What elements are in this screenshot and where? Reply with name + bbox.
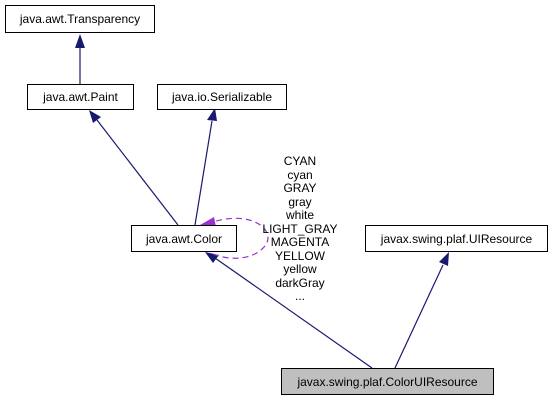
self-edge-label-list: CYAN cyan GRAY gray white LIGHT_GRAY MAG… (250, 154, 350, 304)
arrowhead-self-usage (200, 217, 216, 227)
edge-label: gray (288, 194, 312, 209)
edge-label: yellow (283, 262, 317, 276)
arrowhead-serializable (207, 108, 217, 121)
edge-label: GRAY (283, 181, 317, 195)
arrowhead-uiresource (439, 252, 449, 266)
edge-color-serializable (194, 120, 213, 226)
edge-color-paint (96, 119, 179, 226)
edge-label: cyan (287, 167, 313, 182)
edge-label: ... (294, 289, 305, 303)
edge-coloruiresource-uiresource (394, 264, 444, 369)
edge-label: YELLOW (274, 248, 325, 263)
node-javax-swing-plaf-uiresource[interactable]: javax.swing.plaf.UIResource (365, 225, 548, 252)
edge-color-self-usage (212, 217, 269, 259)
node-java-awt-paint[interactable]: java.awt.Paint (27, 84, 134, 110)
arrowhead-color (205, 252, 219, 263)
edge-label: CYAN (283, 154, 317, 168)
edge-label: MAGENTA (270, 235, 330, 249)
arrowhead-paint (89, 110, 101, 123)
edge-label: darkGray (275, 275, 325, 290)
node-javax-swing-plaf-coloruiresource: javax.swing.plaf.ColorUIResource (281, 368, 494, 395)
node-java-io-serializable[interactable]: java.io.Serializable (157, 84, 287, 110)
node-java-awt-color[interactable]: java.awt.Color (131, 225, 237, 252)
edge-label: LIGHT_GRAY (262, 221, 338, 236)
node-java-awt-transparency[interactable]: java.awt.Transparency (5, 5, 155, 33)
edge-coloruiresource-color (214, 257, 373, 369)
arrowhead-transparency (75, 34, 85, 48)
edge-label: white (285, 208, 314, 222)
